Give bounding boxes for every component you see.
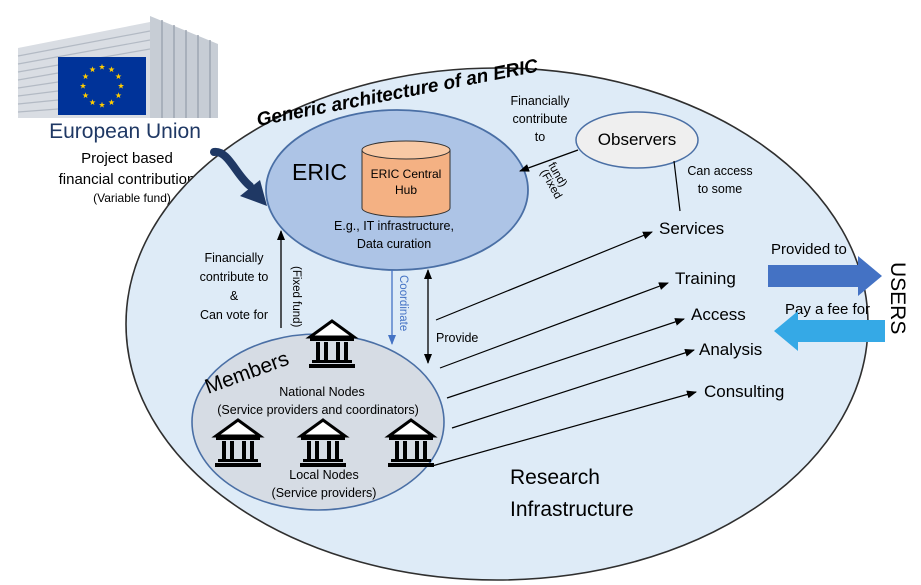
right-arrow-icon — [768, 256, 882, 296]
eu-star-icon — [82, 92, 89, 99]
research-line1: Research — [510, 466, 600, 489]
members-fin-line2: contribute to — [200, 270, 269, 284]
eu-star-icon — [89, 99, 96, 106]
national-line1: National Nodes — [279, 385, 364, 399]
eu-star-icon — [79, 82, 87, 89]
eu-star-icon — [108, 66, 115, 73]
pay-fee-label: Pay a fee for — [785, 301, 870, 318]
output-training: Training — [675, 269, 736, 288]
members-fin-line1: Financially — [204, 251, 264, 265]
eu-star-icon — [115, 92, 122, 99]
eric-label: ERIC — [292, 159, 347, 185]
output-services: Services — [659, 219, 724, 238]
observers-ellipse — [575, 111, 699, 169]
eu-line2: financial contribution — [59, 171, 196, 188]
research-line2: Infrastructure — [510, 498, 634, 521]
arrow-to-access — [446, 318, 685, 399]
eu-star-icon — [117, 82, 125, 89]
provide-label: Provide — [436, 331, 478, 345]
members-fin-line3: & — [230, 289, 239, 303]
eu-stars — [79, 63, 125, 108]
arrow-to-consulting — [431, 390, 697, 467]
national-line2: (Service providers and coordinators) — [217, 403, 418, 417]
members-fixed-fund: (Fixed fund) — [290, 266, 302, 328]
observers-fin-line1: Financially — [510, 94, 570, 108]
arrow-to-analysis — [451, 348, 695, 429]
eric-eg-line1: E.g., IT infrastructure, — [334, 219, 454, 233]
members-fin-line4: Can vote for — [200, 308, 268, 322]
observers-to-eric-arrow — [519, 149, 579, 172]
users-label: USERS — [886, 262, 909, 334]
eu-line3: (Variable fund) — [93, 191, 171, 205]
observers-to-services-line — [673, 160, 681, 212]
eu-star-icon — [115, 73, 122, 80]
hub-line1: ERIC Central — [371, 167, 442, 181]
output-access: Access — [691, 305, 746, 324]
hub-line2: Hub — [395, 183, 417, 197]
eric-eg-line2: Data curation — [357, 237, 431, 251]
observers-access-line2: to some — [698, 182, 743, 196]
eu-line1: Project based — [81, 150, 173, 167]
observers-fin-line3: to — [535, 130, 545, 144]
eu-star-icon — [108, 99, 115, 106]
ec-building-logo — [17, 16, 218, 118]
provided-to-label: Provided to — [771, 241, 847, 258]
eu-star-icon — [98, 101, 106, 108]
arrow-to-training — [439, 282, 669, 369]
eu-star-icon — [98, 63, 106, 70]
output-consulting: Consulting — [704, 382, 784, 401]
observers-label: Observers — [598, 130, 676, 149]
local-line1: Local Nodes — [289, 468, 359, 482]
local-line2: (Service providers) — [272, 486, 377, 500]
arrow-to-services — [435, 231, 653, 321]
left-arrow-icon — [774, 311, 885, 351]
observers-access-line1: Can access — [687, 164, 752, 178]
observers-fin-line2: contribute — [513, 112, 568, 126]
eu-star-icon — [82, 73, 89, 80]
curved-arrow-icon — [210, 148, 254, 190]
output-analysis: Analysis — [699, 340, 762, 359]
eu-star-icon — [89, 66, 96, 73]
coordinate-label: Coordinate — [397, 275, 409, 331]
eu-name: European Union — [49, 120, 201, 143]
database-icon — [361, 140, 451, 218]
